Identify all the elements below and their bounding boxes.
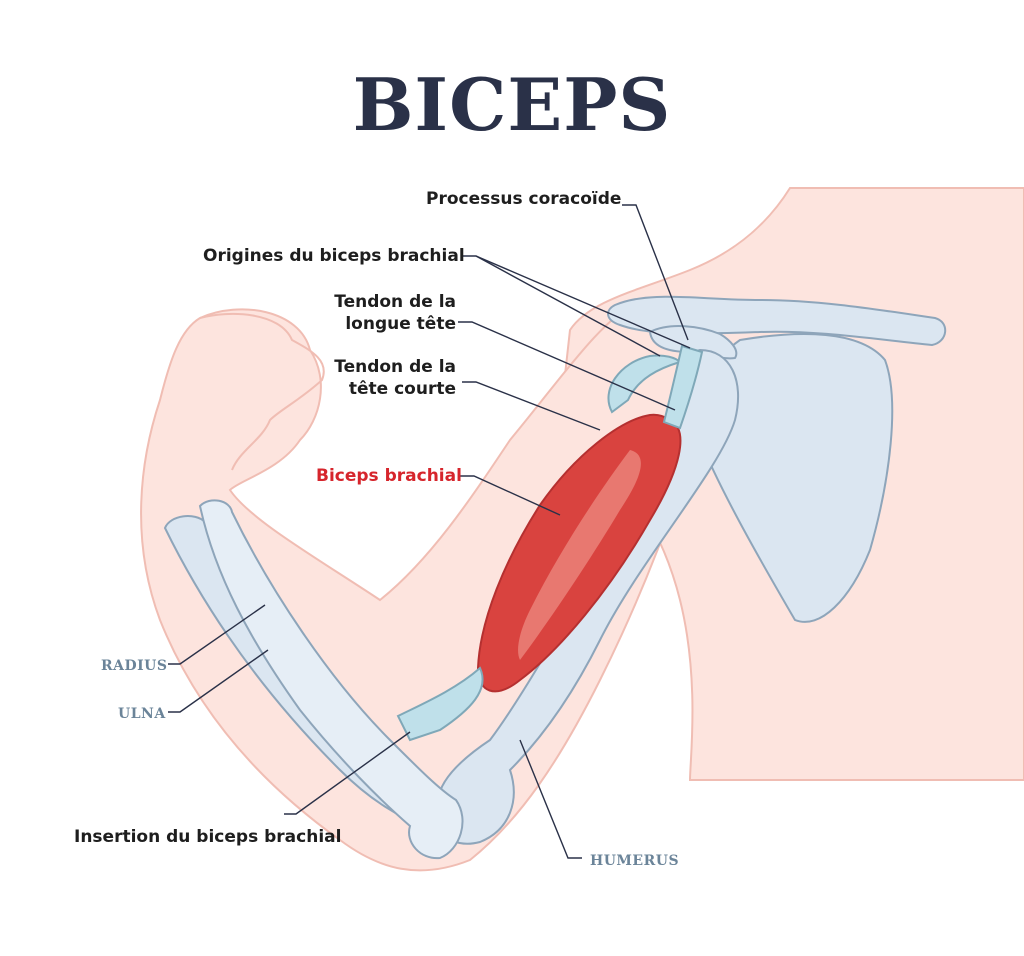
label-tendon-longue-line2: longue tête xyxy=(345,314,456,334)
leader-origines-b xyxy=(475,255,691,349)
short-head-tendon xyxy=(607,354,682,414)
label-tendon-courte-line1: Tendon de la xyxy=(334,357,456,377)
leader-tendon-courte xyxy=(462,381,601,431)
leader-tendon-longue xyxy=(458,321,676,411)
label-biceps-brachial: Biceps brachial xyxy=(316,466,462,486)
label-tendon-courte-line2: tête courte xyxy=(348,379,456,399)
label-radius: RADIUS xyxy=(101,658,168,674)
leader-radius xyxy=(168,604,266,665)
label-humerus: HUMERUS xyxy=(590,853,680,869)
leader-biceps xyxy=(460,475,561,516)
long-head-tendon xyxy=(662,344,704,430)
page-title: BICEPS xyxy=(352,62,672,147)
label-tendon-courte: Tendon de la tête courte xyxy=(330,356,456,400)
leader-humerus xyxy=(519,739,582,859)
leader-ulna xyxy=(168,649,269,713)
label-processus-coracoide: Processus coracoïde xyxy=(426,189,622,209)
label-tendon-longue-line1: Tendon de la xyxy=(334,292,456,312)
insertion-tendon xyxy=(396,666,484,742)
label-ulna: ULNA xyxy=(118,706,166,722)
leader-insertion xyxy=(284,731,411,815)
leader-lines xyxy=(168,204,691,859)
coracoid-process xyxy=(648,325,738,360)
label-insertion: Insertion du biceps brachial xyxy=(74,827,342,847)
fist-skin xyxy=(199,313,325,471)
label-tendon-longue: Tendon de la longue tête xyxy=(330,291,456,335)
ulna-bone xyxy=(198,499,464,860)
biceps-highlight xyxy=(518,450,641,660)
leader-processus xyxy=(622,204,689,341)
label-origines: Origines du biceps brachial xyxy=(203,246,465,266)
